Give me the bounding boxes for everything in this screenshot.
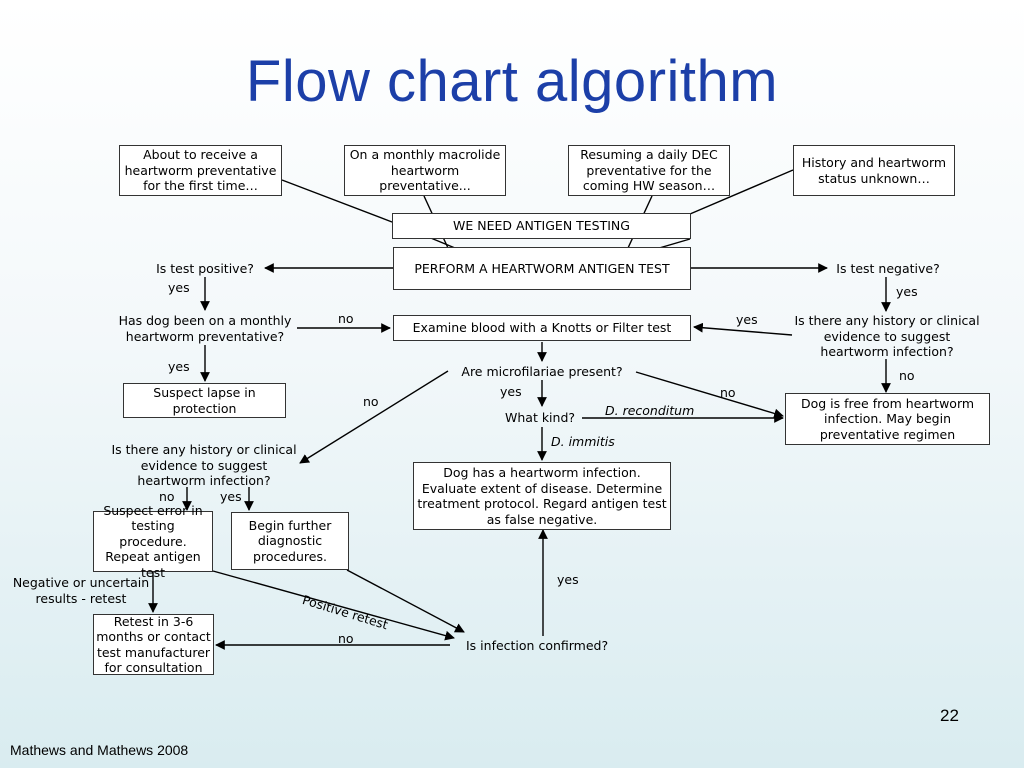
arrow-microfilariae-to-history-left — [299, 370, 449, 464]
box-first-time-preventative: About to receive a heartworm preventativ… — [119, 145, 282, 196]
connector-first-time — [281, 179, 393, 223]
question-monthly-preventative: Has dog been on a monthly heartworm prev… — [118, 313, 292, 344]
box-daily-dec: Resuming a daily DEC preventative for th… — [568, 145, 730, 196]
label-yes-history-right: yes — [736, 312, 758, 327]
footer-citation: Mathews and Mathews 2008 — [10, 742, 189, 758]
question-what-kind: What kind? — [505, 410, 576, 425]
question-test-negative: Is test negative? — [836, 261, 940, 276]
label-no-monthly: no — [338, 311, 354, 326]
label-no-history-right: no — [899, 368, 915, 383]
connector-unknown — [689, 169, 794, 215]
question-test-positive: Is test positive? — [156, 261, 254, 276]
label-yes-history-left: yes — [220, 489, 242, 504]
label-yes-monthly: yes — [168, 359, 190, 374]
box-suspect-error: Suspect error in testing procedure. Repe… — [93, 503, 213, 580]
arrow-microfilariae-to-free — [635, 371, 784, 419]
box-status-unknown: History and heartworm status unknown… — [793, 145, 955, 196]
label-yes-confirmed: yes — [557, 572, 579, 587]
question-history-left: Is there any history or clinical evidenc… — [111, 442, 297, 488]
question-history-right: Is there any history or clinical evidenc… — [794, 313, 980, 359]
question-microfilariae: Are microfilariae present? — [461, 364, 623, 379]
page-number: 22 — [940, 706, 959, 725]
box-need-antigen-testing: WE NEED ANTIGEN TESTING — [392, 213, 691, 239]
arrow-diag-to-confirmed — [346, 569, 465, 633]
box-knotts-filter-test: Examine blood with a Knotts or Filter te… — [393, 315, 691, 341]
label-no-history-left: no — [159, 489, 175, 504]
box-suspect-lapse: Suspect lapse in protection — [123, 383, 286, 418]
label-d-immitis: D. immitis — [551, 434, 615, 449]
label-no-microfilariae-left: no — [363, 394, 379, 409]
box-heartworm-infection: Dog has a heartworm infection. Evaluate … — [413, 462, 671, 530]
box-retest: Retest in 3-6 months or contact test man… — [93, 614, 214, 675]
box-monthly-macrolide: On a monthly macrolide heartworm prevent… — [344, 145, 506, 196]
label-yes-microfilariae: yes — [500, 384, 522, 399]
label-d-reconditum: D. reconditum — [605, 403, 695, 418]
label-negative-uncertain: Negative or uncertain results - retest — [12, 575, 150, 606]
label-no-confirmed: no — [338, 631, 354, 646]
box-further-diagnostic: Begin further diagnostic procedures. — [231, 512, 349, 570]
arrow-error-to-confirmed — [212, 570, 455, 641]
page-title: Flow chart algorithm — [245, 49, 779, 114]
label-yes-negative: yes — [896, 284, 918, 299]
box-perform-antigen-test: PERFORM A HEARTWORM ANTIGEN TEST — [393, 247, 691, 290]
box-dog-free: Dog is free from heartworm infection. Ma… — [785, 393, 990, 445]
question-infection-confirmed: Is infection confirmed? — [466, 638, 609, 653]
arrow-history-to-knotts — [693, 322, 793, 336]
label-no-microfilariae-right: no — [720, 385, 736, 400]
label-yes-positive: yes — [168, 280, 190, 295]
